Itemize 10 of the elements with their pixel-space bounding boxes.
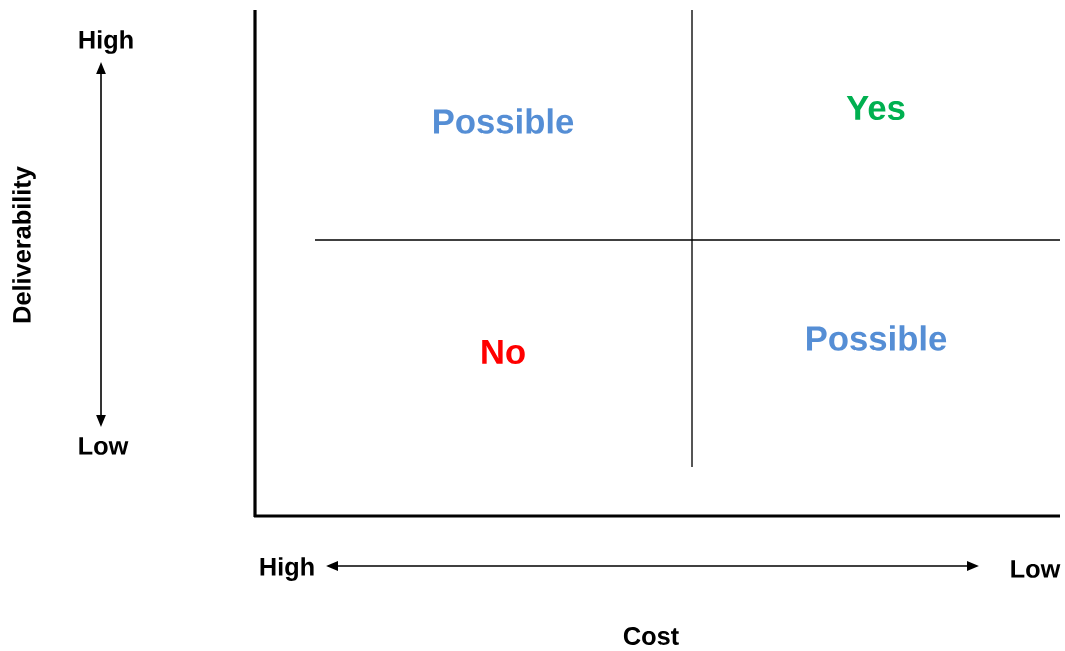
axis-title: Cost — [623, 627, 679, 645]
axis-end-label: Low — [1011, 560, 1061, 578]
axis-end-label: High — [260, 557, 314, 581]
quadrant-label: Yes — [846, 95, 905, 121]
axis-title: Deliverability — [12, 166, 36, 323]
quadrant-label: Possible — [434, 108, 574, 134]
quadrant-label: Possible — [807, 325, 947, 351]
axis-end-label: Low — [79, 437, 129, 455]
axis-end-label: High — [79, 30, 133, 54]
quadrant-label: No — [482, 339, 525, 365]
